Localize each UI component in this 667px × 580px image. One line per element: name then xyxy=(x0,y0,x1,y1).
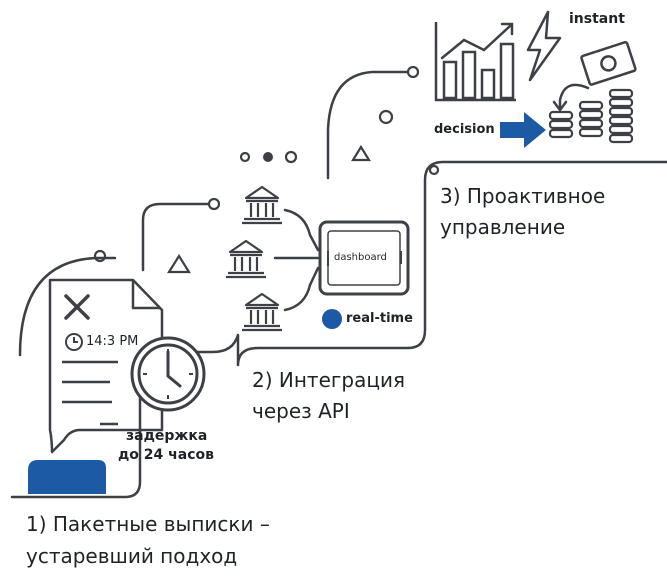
arrow-right-icon xyxy=(500,112,546,148)
money-icon xyxy=(552,40,637,113)
decor-circle xyxy=(207,197,221,211)
document-icon xyxy=(48,278,164,454)
middle-arc xyxy=(141,202,210,272)
step-2-title-line-2: через API xyxy=(252,399,350,423)
left-arc xyxy=(18,256,117,357)
upper-arc xyxy=(326,70,409,180)
coin-stacks-icon xyxy=(548,88,634,144)
clock-icon xyxy=(130,336,206,412)
step-3-title-line-1: 3) Проактивное xyxy=(440,184,606,208)
decor-triangle xyxy=(351,144,371,162)
realtime-label: real-time xyxy=(346,311,413,326)
lightning-icon xyxy=(526,10,562,82)
decor-circle xyxy=(93,249,107,263)
instant-label: instant xyxy=(569,11,625,27)
step-2-title-line-1: 2) Интеграция xyxy=(252,368,405,392)
decor-circle xyxy=(428,164,440,176)
step-1-title-line-2: устаревший подход xyxy=(26,544,238,568)
bank-icon-top xyxy=(242,185,282,225)
bank-connector-bottom xyxy=(283,266,320,312)
blue-block xyxy=(28,460,106,494)
realtime-dot-icon xyxy=(322,309,342,329)
close-icon xyxy=(64,294,90,320)
bank-icon-bottom xyxy=(242,292,282,332)
decor-dot xyxy=(263,152,273,162)
bank-connector-top xyxy=(283,208,320,252)
decision-label: decision xyxy=(434,122,495,137)
step-1-title-line-1: 1) Пакетные выписки – xyxy=(26,512,270,536)
bank-icon-middle xyxy=(226,239,266,279)
step-3-title-line-2: управление xyxy=(440,215,566,239)
clock-small-icon xyxy=(65,333,83,351)
tablet-label: dashboard xyxy=(334,252,387,263)
delay-line-1: задержка xyxy=(126,428,208,444)
growth-chart-icon xyxy=(434,22,516,102)
decor-triangle xyxy=(167,253,191,274)
document-time: 14:3 PM xyxy=(86,334,139,349)
decor-circle xyxy=(284,150,298,164)
delay-line-2: до 24 часов xyxy=(118,447,214,463)
staircase-path xyxy=(10,160,667,499)
decor-circle xyxy=(406,65,420,79)
decor-circle xyxy=(378,109,394,125)
decor-circle xyxy=(239,151,251,163)
